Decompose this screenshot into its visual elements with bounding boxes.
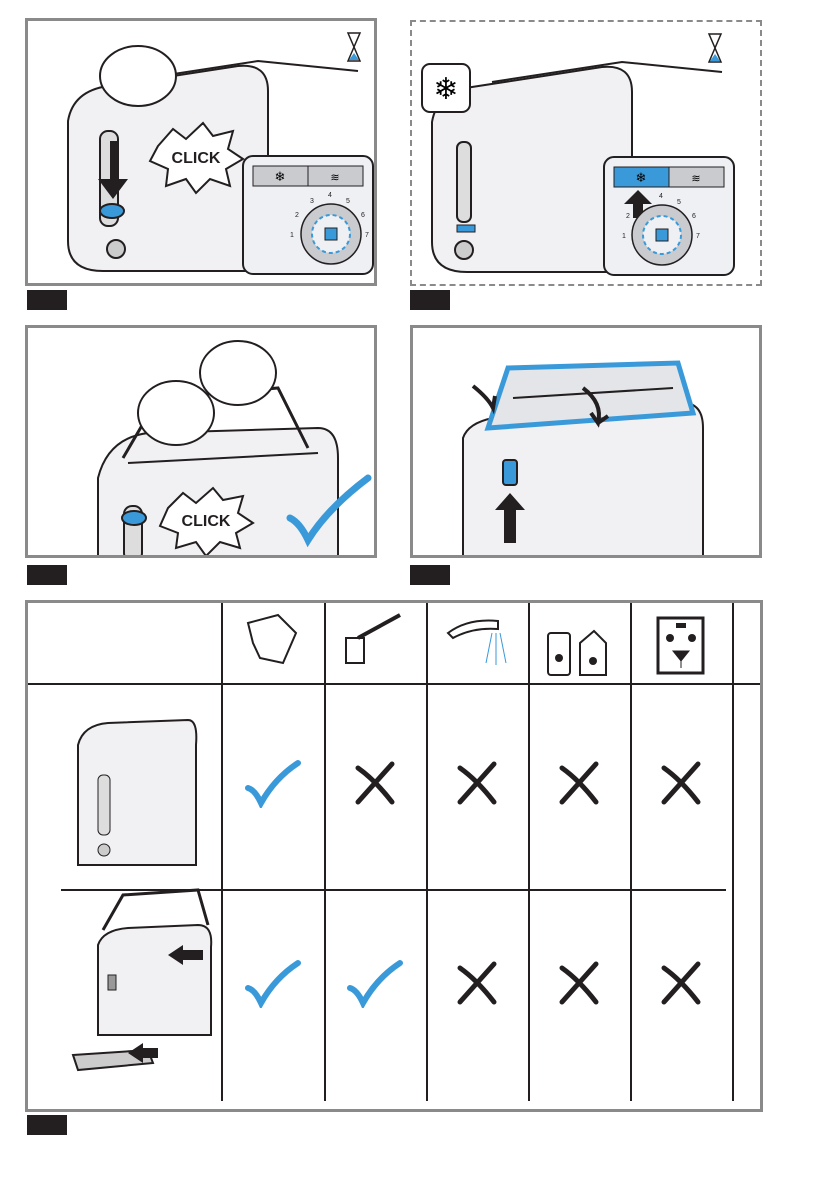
cross-icon — [631, 733, 731, 833]
hourglass-icon — [348, 33, 360, 61]
cleaning-spray-icon — [548, 631, 606, 675]
checkmark-icon — [223, 733, 323, 833]
dial-number: 1 — [622, 233, 626, 240]
step-label-5 — [27, 1115, 67, 1135]
damp-cloth-icon — [248, 615, 296, 663]
dial-number: 6 — [692, 213, 696, 220]
step-3-panel: CLICK — [25, 325, 377, 558]
dial-number: 3 — [641, 199, 645, 206]
svg-text:❄: ❄ — [636, 170, 647, 185]
click-text: CLICK — [182, 513, 231, 530]
dishwasher-icon — [658, 618, 703, 673]
dial-number: 4 — [328, 192, 332, 199]
dial-number: 2 — [626, 213, 630, 220]
cross-icon — [427, 933, 527, 1033]
dial-number: 4 — [659, 193, 663, 200]
snowflake-icon: ❄ — [275, 169, 286, 184]
table-header-icons — [28, 603, 766, 683]
dial-number: 1 — [290, 232, 294, 239]
cross-icon — [427, 733, 527, 833]
click-text: CLICK — [172, 150, 221, 167]
cross-icon — [631, 933, 731, 1033]
dial-number: 5 — [677, 199, 681, 206]
brush-icon — [346, 615, 400, 663]
step-label-1 — [27, 290, 67, 310]
step-label-2 — [410, 290, 450, 310]
step-1-panel: CLICK ❄ ≋ 1 2 3 4 5 6 7 — [25, 18, 377, 286]
toaster-buns-done-illustration: CLICK — [28, 328, 377, 558]
bun-rack-and-tray-image — [73, 890, 211, 1070]
hourglass-icon — [709, 34, 721, 62]
snowflake-icon: ❄ — [433, 73, 458, 106]
toaster-bun-illustration: CLICK ❄ ≋ 1 2 3 4 5 6 7 — [28, 21, 377, 286]
step-label-3 — [27, 565, 67, 585]
heat-icon: ≋ — [691, 173, 700, 185]
step-2-panel: ❄ ❄ ≋ 1 2 3 4 5 6 7 — [410, 20, 762, 286]
cross-icon — [529, 933, 629, 1033]
toaster-housing-image — [78, 720, 196, 865]
dial-number: 6 — [361, 212, 365, 219]
checkmark-icon — [325, 933, 425, 1033]
cleaning-table — [25, 600, 763, 1112]
arrow-down-icon — [473, 386, 495, 408]
step-4-panel — [410, 325, 762, 558]
table-row-illustrations — [28, 685, 218, 1105]
step-label-4 — [410, 565, 450, 585]
toaster-defrost-illustration: ❄ ❄ ≋ 1 2 3 4 5 6 7 — [412, 22, 762, 286]
checkmark-icon — [223, 933, 323, 1033]
dial-number: 3 — [310, 198, 314, 205]
dial-number: 7 — [696, 233, 700, 240]
running-water-icon — [448, 621, 506, 666]
heat-icon: ≋ — [330, 172, 339, 184]
dial-number: 7 — [365, 232, 369, 239]
dial-number: 2 — [295, 212, 299, 219]
toaster-top-illustration — [413, 328, 762, 558]
dial-number: 5 — [346, 198, 350, 205]
cross-icon — [529, 733, 629, 833]
cross-icon — [325, 733, 425, 833]
